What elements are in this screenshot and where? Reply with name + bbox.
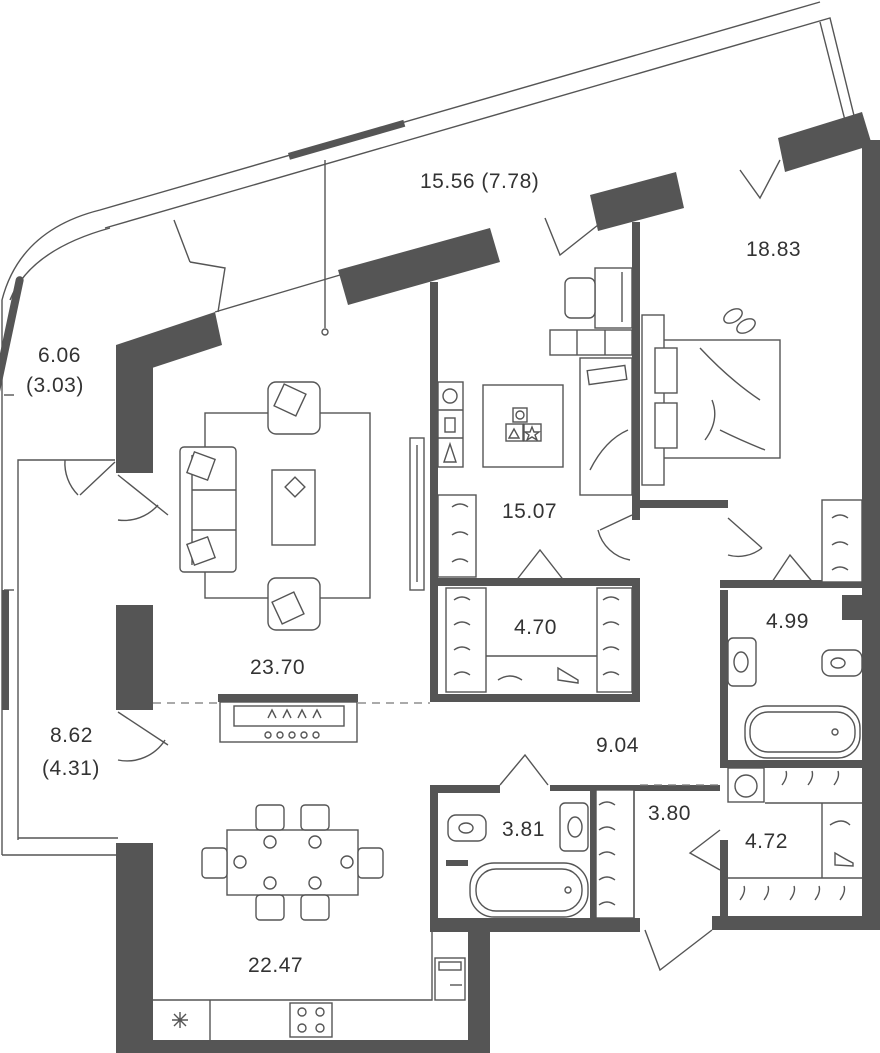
room-label-living-room: 23.70 bbox=[250, 656, 305, 679]
toilet-icon bbox=[447, 814, 487, 842]
outer-outline bbox=[1, 1, 861, 856]
room-label-kitchen: 22.47 bbox=[248, 954, 303, 977]
room-label-bedroom: 18.83 bbox=[746, 238, 801, 261]
dining-table-icon bbox=[201, 804, 384, 921]
room-label-balcony-left-half: (4.31) bbox=[42, 757, 100, 780]
fireplace-icon bbox=[219, 701, 358, 743]
kids-furniture bbox=[437, 267, 633, 578]
hanger-icon bbox=[451, 503, 851, 906]
living-furniture bbox=[179, 381, 425, 743]
room-label-corridor: 3.80 bbox=[648, 802, 691, 825]
room-label-loggia-left-area: 6.06 bbox=[38, 344, 81, 367]
wardrobe bbox=[821, 499, 863, 583]
armchair-icon bbox=[267, 381, 321, 435]
shoe-icon bbox=[557, 666, 579, 684]
wardrobe-472-fixtures bbox=[727, 767, 862, 879]
kitchen-furniture bbox=[153, 928, 466, 1040]
walls bbox=[116, 112, 880, 1053]
tv-icon bbox=[409, 437, 425, 591]
washing-machine-icon bbox=[727, 767, 765, 803]
bathtub-icon bbox=[469, 862, 589, 918]
doors bbox=[64, 159, 816, 972]
room-label-bathroom-small: 3.81 bbox=[502, 818, 545, 841]
toilet-icon bbox=[821, 649, 863, 677]
lamp-icon bbox=[172, 1012, 188, 1028]
desk-icon bbox=[564, 267, 633, 329]
stove-icon bbox=[289, 1002, 333, 1038]
toy-cube-icon bbox=[505, 407, 542, 442]
sink-icon bbox=[727, 637, 757, 687]
slippers-icon bbox=[723, 308, 756, 334]
shoe-icon bbox=[834, 851, 854, 867]
room-label-wardrobe-right: 4.72 bbox=[745, 830, 788, 853]
armchair-icon bbox=[267, 577, 321, 631]
bathtub-icon bbox=[744, 705, 861, 759]
master-bath-fixtures bbox=[727, 637, 863, 759]
coffee-table-icon bbox=[271, 469, 316, 546]
sink-icon bbox=[559, 802, 589, 852]
zone-dividers bbox=[153, 702, 720, 786]
sofa-icon bbox=[179, 446, 237, 573]
room-labels: 15.56 (7.78) 18.83 6.06 (3.03) 15.07 23.… bbox=[26, 170, 809, 977]
chair-icon bbox=[201, 804, 384, 921]
room-label-kids-room: 15.07 bbox=[502, 500, 557, 523]
room-label-balcony-left-area: 8.62 bbox=[50, 724, 93, 747]
small-bath-fixtures bbox=[447, 802, 589, 918]
room-label-wardrobe-mid: 4.70 bbox=[514, 616, 557, 639]
room-label-master-bath: 4.99 bbox=[766, 610, 809, 633]
oven-icon bbox=[434, 957, 466, 1001]
room-label-loggia-left-half: (3.03) bbox=[26, 374, 84, 397]
bed-icon bbox=[641, 314, 781, 486]
room-label-hallway: 9.04 bbox=[596, 734, 639, 757]
room-label-loggia-top: 15.56 (7.78) bbox=[420, 170, 539, 193]
closets bbox=[445, 587, 635, 919]
loggia-glazing bbox=[0, 119, 406, 710]
